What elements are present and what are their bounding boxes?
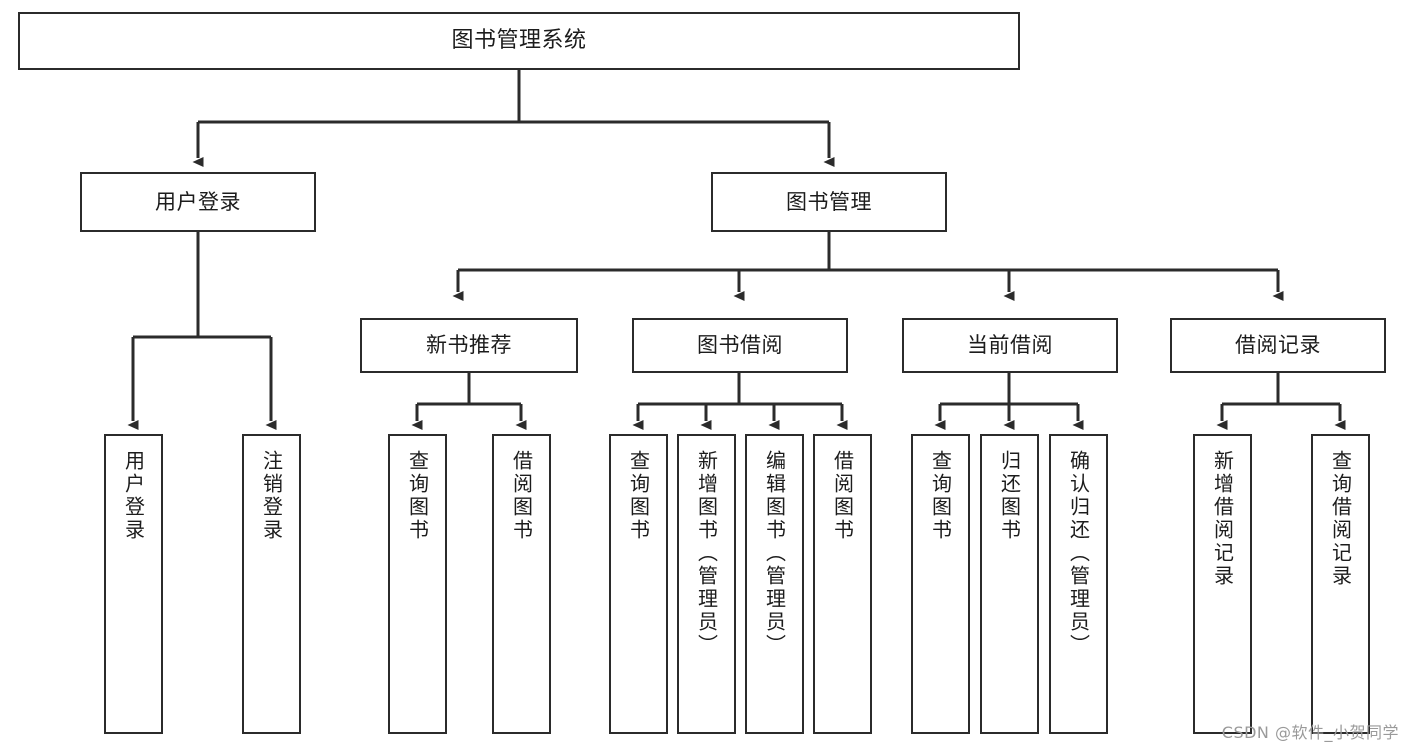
leaf-return-book-label: 归还图书 [997,450,1022,542]
leaf-user-login-label: 用户登录 [121,450,146,542]
leaf-edit-book-admin[interactable]: 编辑图书（管理员） [745,434,804,734]
node-new-book-recommend[interactable]: 新书推荐 [360,318,578,373]
node-user-login[interactable]: 用户登录 [80,172,316,232]
leaf-logout[interactable]: 注销登录 [242,434,301,734]
leaf-query-borrow-record[interactable]: 查询借阅记录 [1311,434,1370,734]
leaf-add-book-admin[interactable]: 新增图书（管理员） [677,434,736,734]
node-current-borrow-label: 当前借阅 [967,333,1053,358]
leaf-query-book-borrow-label: 查询图书 [626,450,651,542]
leaf-confirm-return-admin[interactable]: 确认归还（管理员） [1049,434,1108,734]
node-book-borrow[interactable]: 图书借阅 [632,318,848,373]
node-new-book-recommend-label: 新书推荐 [426,333,512,358]
leaf-add-borrow-record-label: 新增借阅记录 [1210,450,1235,588]
node-book-management-label: 图书管理 [786,189,872,214]
watermark: CSDN @软件_小贺同学 [1221,723,1399,742]
node-book-borrow-label: 图书借阅 [697,333,783,358]
leaf-borrow-book-recommend-label: 借阅图书 [509,450,534,542]
node-user-login-label: 用户登录 [155,189,241,214]
leaf-user-login[interactable]: 用户登录 [104,434,163,734]
node-book-management[interactable]: 图书管理 [711,172,947,232]
leaf-confirm-return-admin-label: 确认归还（管理员） [1066,450,1091,657]
leaf-query-borrow-record-label: 查询借阅记录 [1328,450,1353,588]
leaf-add-book-admin-label: 新增图书（管理员） [694,450,719,657]
leaf-query-book-recommend[interactable]: 查询图书 [388,434,447,734]
leaf-query-book-recommend-label: 查询图书 [405,450,430,542]
node-borrow-record-label: 借阅记录 [1235,333,1321,358]
node-current-borrow[interactable]: 当前借阅 [902,318,1118,373]
leaf-borrow-book-label: 借阅图书 [830,450,855,542]
leaf-query-book-current[interactable]: 查询图书 [911,434,970,734]
leaf-edit-book-admin-label: 编辑图书（管理员） [762,450,787,657]
leaf-borrow-book[interactable]: 借阅图书 [813,434,872,734]
leaf-return-book[interactable]: 归还图书 [980,434,1039,734]
node-root-label: 图书管理系统 [451,28,587,54]
leaf-query-book-current-label: 查询图书 [928,450,953,542]
leaf-query-book-borrow[interactable]: 查询图书 [609,434,668,734]
leaf-borrow-book-recommend[interactable]: 借阅图书 [492,434,551,734]
leaf-add-borrow-record[interactable]: 新增借阅记录 [1193,434,1252,734]
leaf-logout-label: 注销登录 [259,450,284,542]
node-root[interactable]: 图书管理系统 [18,12,1020,70]
node-borrow-record[interactable]: 借阅记录 [1170,318,1386,373]
